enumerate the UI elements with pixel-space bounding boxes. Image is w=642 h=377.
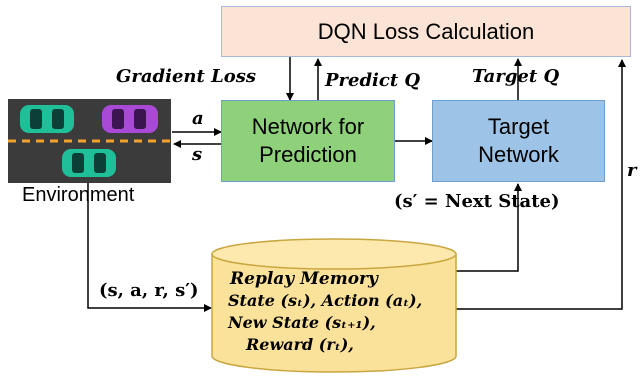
environment-label: Environment	[22, 184, 135, 206]
dqn-loss-box: DQN Loss Calculation	[221, 6, 631, 57]
memory-to-target-arrow	[455, 183, 522, 272]
prediction-network-box: Network for Prediction	[221, 100, 395, 182]
replay-memory-text: Replay Memory State (sₜ), Action (aₜ), N…	[228, 268, 422, 356]
reward-arrow	[455, 59, 626, 310]
gradient-loss-label: Gradient Loss	[116, 66, 256, 87]
memory-line-2: New State (sₜ₊₁),	[228, 313, 376, 332]
target-network-box: Target Network	[432, 100, 605, 182]
car-teal-1	[20, 105, 74, 133]
state-label: s	[192, 144, 203, 165]
transition-arrow	[87, 182, 212, 312]
car-teal-2	[62, 149, 116, 177]
dqn-loss-label: DQN Loss Calculation	[317, 18, 535, 44]
action-label: a	[192, 108, 204, 129]
target-label-line2: Network	[478, 142, 559, 167]
target-q-label: Target Q	[472, 66, 560, 87]
prediction-label-line2: Prediction	[259, 142, 357, 167]
next-state-label: (s′ = Next State)	[394, 191, 560, 212]
memory-title: Replay Memory	[230, 269, 378, 289]
replay-memory-cylinder	[211, 238, 457, 373]
prediction-label-line1: Network for	[251, 114, 365, 139]
transition-label: (s, a, r, s′)	[99, 280, 199, 301]
predict-q-label: Predict Q	[325, 70, 421, 91]
memory-line-1: State (sₜ), Action (aₜ),	[228, 291, 423, 310]
memory-line-3: Reward (rₜ),	[246, 335, 354, 354]
environment-road-image	[8, 99, 171, 183]
target-label-line1: Target	[487, 114, 550, 139]
car-purple	[102, 105, 158, 133]
reward-label: r	[627, 160, 637, 181]
